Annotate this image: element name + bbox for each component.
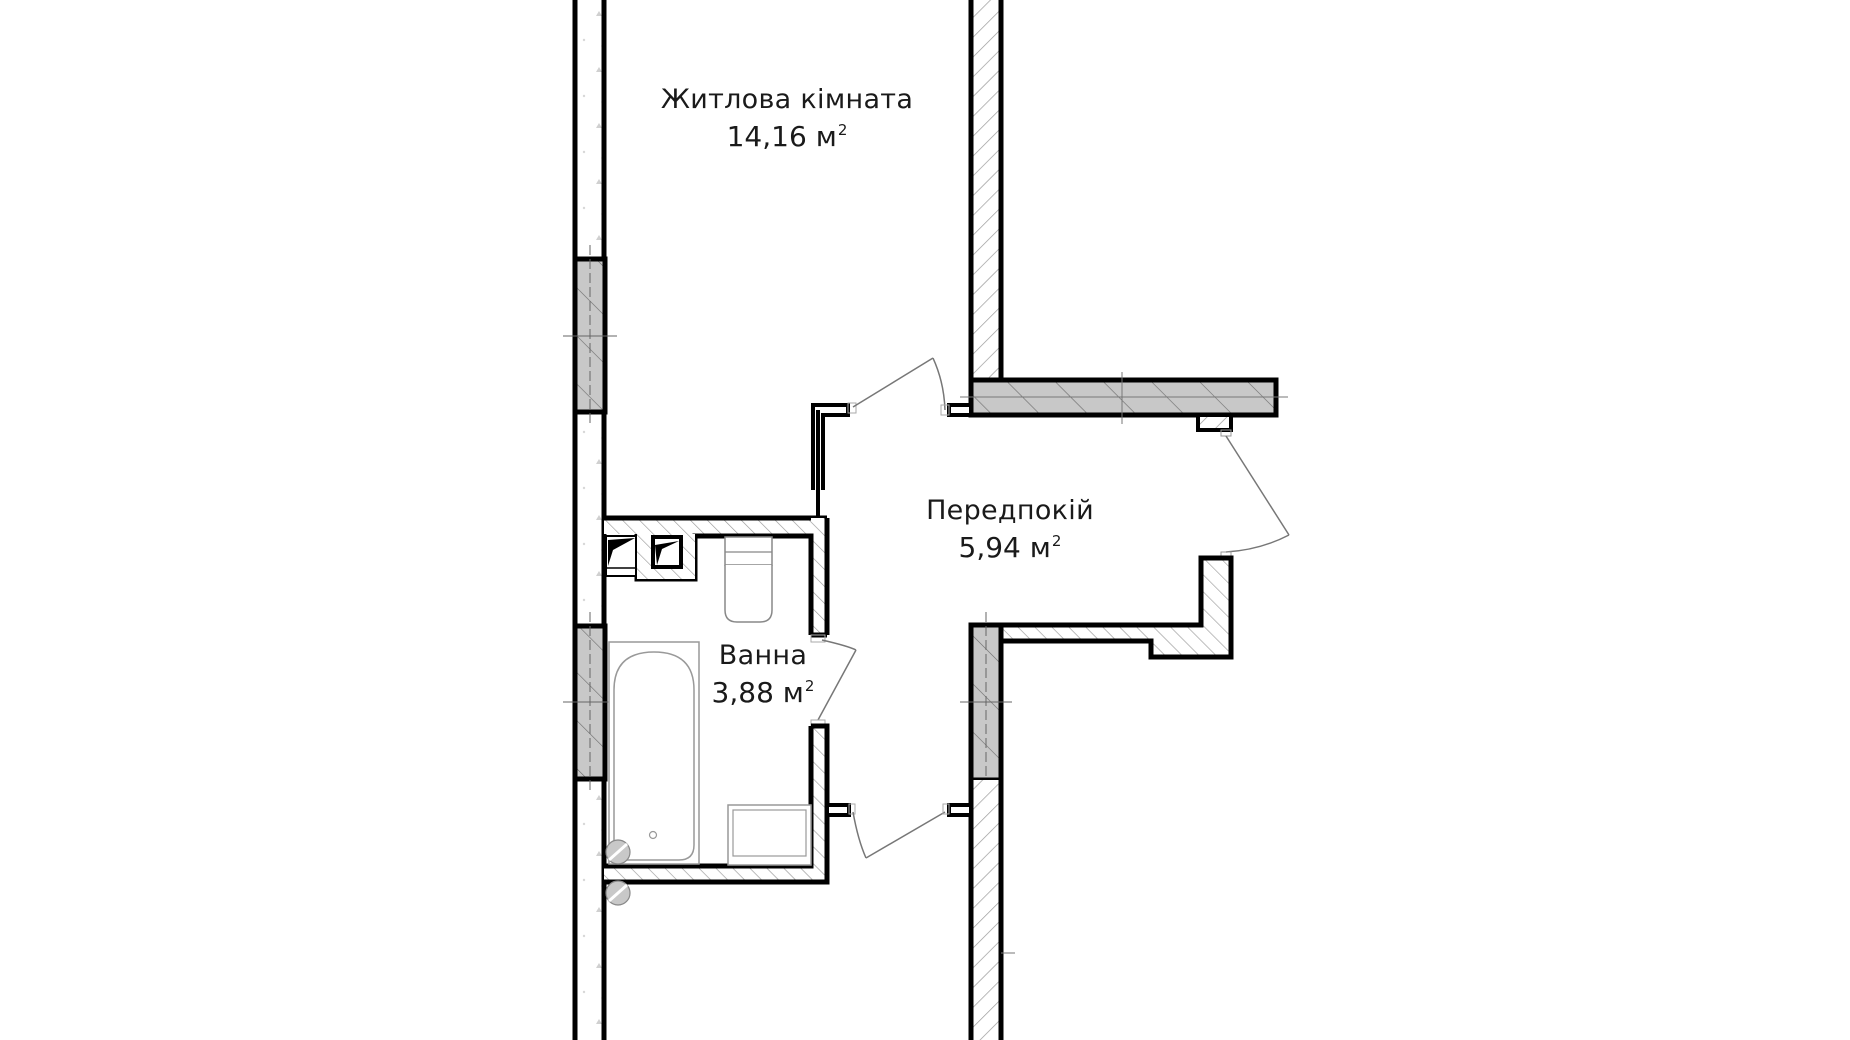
room-name: Житлова кімната [660, 84, 914, 115]
room-name: Ванна [718, 640, 808, 671]
bathtub [608, 641, 700, 865]
left-window-upper [563, 245, 617, 425]
toilet [724, 536, 773, 623]
sink-cabinet [727, 804, 812, 866]
bathroom-lower-walls [604, 723, 830, 885]
room-area: 3,88 м2 [711, 676, 815, 710]
room-name: Передпокій [926, 495, 1094, 526]
left-window-lower [563, 612, 617, 790]
bathroom-door [810, 634, 857, 728]
right-lower-window-block [960, 612, 1012, 790]
ventilation-shafts [605, 535, 683, 577]
right-upper-wall [968, 0, 1004, 380]
room-area: 5,94 м2 [958, 531, 1062, 565]
entrance-door [1220, 429, 1290, 559]
left-exterior-wall [572, 0, 607, 1040]
room-label-hallway: Передпокій 5,94 м2 [926, 495, 1094, 565]
hallway-top-bearing-wall [960, 372, 1288, 432]
living-room-door-jambs [811, 403, 973, 490]
living-room-door [847, 357, 950, 416]
right-lower-wall [968, 780, 1015, 1040]
pipe-risers [605, 839, 631, 906]
room-label-bathroom: Ванна 3,88 м2 [712, 640, 815, 710]
bathroom-top-wall [604, 515, 830, 638]
room-area: 14,16 м2 [726, 120, 848, 154]
lower-room-door [825, 803, 973, 859]
hallway-right-jog-wall [998, 555, 1234, 660]
room-label-living-room: Житлова кімната 14,16 м2 [661, 84, 913, 154]
